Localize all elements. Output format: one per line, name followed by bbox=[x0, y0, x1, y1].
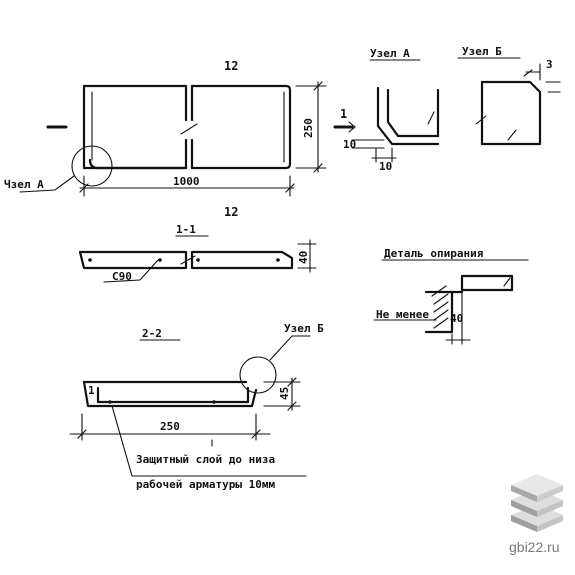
dim-250-vertical-label: 250 bbox=[302, 118, 315, 138]
note-line-2: рабочей арматуры 10мм bbox=[136, 478, 275, 491]
uzel-b-callout-circle bbox=[239, 356, 277, 394]
dim-40-right-label: 40 bbox=[297, 251, 310, 264]
dim-1000-line bbox=[79, 175, 295, 197]
uzel-b-detail bbox=[457, 57, 561, 146]
dim-250-vertical-line bbox=[295, 81, 327, 173]
dim-250-label: 250 bbox=[160, 420, 180, 433]
bottom-mark: 12 bbox=[224, 205, 238, 219]
section-mark-1: 1 bbox=[340, 107, 347, 121]
detail-title: Деталь опирания bbox=[384, 247, 483, 260]
stacked-slabs-logo-icon bbox=[511, 474, 563, 532]
top-mark: 12 bbox=[224, 59, 238, 73]
plan-left-panel bbox=[82, 84, 188, 170]
uzel-a-title: Узел А bbox=[370, 47, 410, 60]
uzel-a-detail bbox=[351, 59, 440, 163]
chel-a-label: Чзел А bbox=[4, 178, 44, 191]
dim-1000-label: 1000 bbox=[173, 175, 200, 188]
dim-c90-label: С90 bbox=[112, 270, 132, 283]
mark-1-lower: 1 bbox=[88, 384, 95, 397]
section-2-2-view bbox=[69, 335, 311, 477]
note-line-1: Защитный слой до низа bbox=[136, 453, 275, 466]
dim-40-detail-label: 40 bbox=[450, 312, 463, 325]
uzel-b-lower-title: Узел Б bbox=[284, 322, 324, 335]
dim-3-label: 3 bbox=[546, 58, 553, 71]
dim-10-b: 10 bbox=[379, 160, 392, 173]
dim-45-label: 45 bbox=[278, 387, 291, 400]
section-1-1-view bbox=[78, 235, 317, 283]
uzel-b-title: Узел Б bbox=[462, 45, 502, 58]
ne-menee-label: Не менее bbox=[376, 308, 429, 321]
plan-view bbox=[19, 81, 356, 197]
watermark-text: gbi22.ru bbox=[509, 539, 560, 555]
plan-corner-rebar bbox=[88, 158, 188, 170]
dim-10-a: 10 bbox=[343, 138, 356, 151]
section-1-1-title: 1-1 bbox=[176, 223, 196, 236]
plan-right-panel bbox=[190, 84, 292, 170]
support-detail bbox=[373, 259, 529, 345]
section-2-2-title: 2-2 bbox=[142, 327, 162, 340]
uzel-a-callout-circle bbox=[71, 145, 113, 187]
